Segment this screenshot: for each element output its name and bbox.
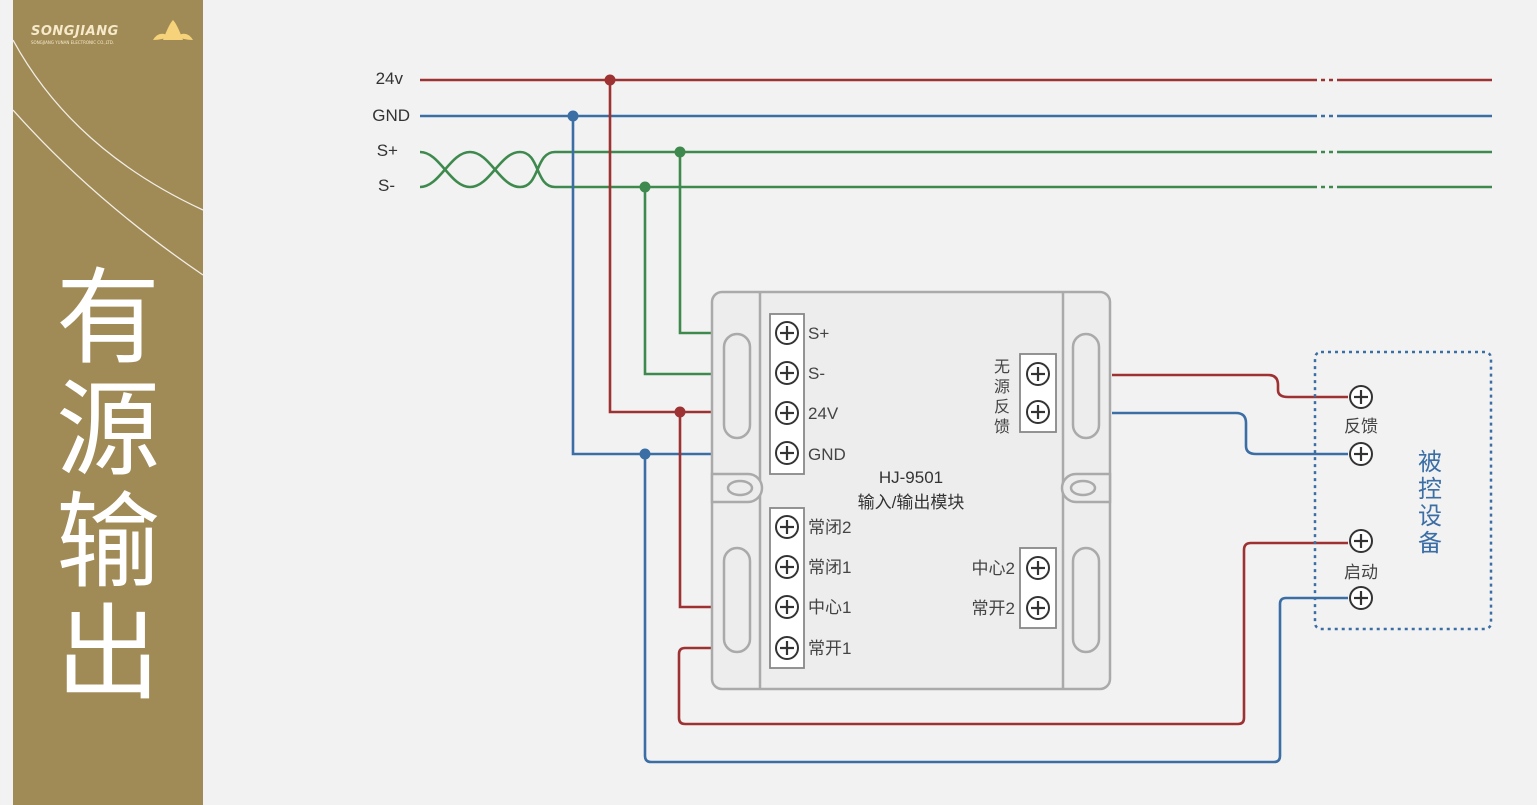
device-title-char: 备: [1418, 530, 1442, 557]
junction-dot: [639, 181, 651, 193]
junction-dot: [639, 448, 651, 460]
sidebar-title-char: 出: [55, 593, 160, 715]
junction-dot: [604, 74, 616, 86]
mounting-slot: [722, 332, 752, 440]
lotus-logo-icon: [153, 20, 193, 40]
passive-feedback-label-char: 源: [994, 378, 1010, 396]
sidebar-title-char: 输: [55, 481, 160, 603]
brand-subtitle: SONGJIANG YUNAN ELECTRONIC CO.,LTD.: [31, 40, 115, 45]
wire-feedback-1: [1112, 373, 1348, 399]
start-label: 启动: [1344, 563, 1378, 582]
feedback-label: 反馈: [1344, 417, 1378, 436]
sidebar-decor-curves: [13, 20, 203, 276]
screw-terminal-icon: [774, 514, 800, 540]
terminal-label: 24V: [808, 404, 839, 423]
screw-terminal-icon: [774, 360, 800, 386]
mounting-hole: [726, 479, 754, 497]
screw-terminal-icon: [1025, 399, 1051, 425]
brand-logo-text: SONGJIANG: [31, 24, 119, 39]
bus-label-s-minus: S-: [378, 176, 395, 195]
terminal-label: 常闭1: [808, 558, 851, 577]
sidebar-title-char: 有: [55, 257, 160, 379]
screw-terminal-icon: [774, 594, 800, 620]
module-name: 输入/输出模块: [858, 493, 965, 512]
screw-terminal-icon: [1025, 361, 1051, 387]
device-title-char: 被: [1418, 449, 1442, 476]
terminal-label: S-: [808, 364, 825, 383]
terminal-label: 中心2: [972, 559, 1015, 578]
mounting-hole: [1069, 479, 1097, 497]
passive-feedback-label-char: 馈: [994, 418, 1010, 436]
module-model: HJ-9501: [879, 468, 943, 487]
screw-terminal-icon: [1025, 595, 1051, 621]
bus-label-gnd: GND: [372, 106, 410, 125]
io-module: [710, 290, 1112, 691]
mounting-slot: [1071, 332, 1101, 440]
junction-dot: [674, 406, 686, 418]
wire-feedback-2: [1112, 411, 1348, 456]
screw-terminal-icon: [774, 554, 800, 580]
bus-label-24v: 24v: [376, 69, 404, 88]
passive-feedback-label-char: 反: [994, 398, 1010, 416]
sidebar-title: 有 源 输 出: [13, 262, 203, 710]
sidebar-title-char: 源: [55, 369, 160, 491]
screw-terminal-icon: [1348, 384, 1374, 410]
wire-s-plus: [678, 152, 712, 335]
wire-24v: [608, 80, 712, 414]
terminal-label: 中心1: [808, 598, 851, 617]
terminal-label: S+: [808, 324, 829, 343]
twisted-pair-s-plus: [419, 150, 556, 189]
terminal-label: 常开2: [972, 599, 1015, 618]
bus-label-s-plus: S+: [377, 141, 398, 160]
junction-dot: [567, 110, 579, 122]
screw-terminal-icon: [774, 635, 800, 661]
screw-terminal-icon: [1025, 555, 1051, 581]
screw-terminal-icon: [774, 440, 800, 466]
mounting-slot: [1071, 546, 1101, 654]
terminal-label: 常闭2: [808, 518, 851, 537]
junction-dot: [674, 146, 686, 158]
passive-feedback-label-char: 无: [994, 359, 1010, 376]
screw-terminal-icon: [774, 320, 800, 346]
controlled-device: 反馈 启动 被 控 设 备: [1313, 350, 1493, 631]
wire-24v-to-center1: [678, 412, 712, 609]
screw-terminal-icon: [1348, 528, 1374, 554]
device-title-char: 设: [1418, 503, 1442, 530]
twisted-pair-s-minus: [419, 150, 556, 189]
wire-gnd-to-start: [643, 454, 1348, 764]
device-outline: [1313, 350, 1493, 631]
wire-s-minus: [643, 187, 712, 376]
wire-gnd: [571, 116, 712, 456]
terminal-label: 常开1: [808, 639, 851, 658]
mounting-slot: [722, 546, 752, 654]
wire-no1-to-start: [677, 541, 1348, 726]
device-title-char: 控: [1418, 476, 1442, 503]
screw-terminal-icon: [1348, 585, 1374, 611]
screw-terminal-icon: [1348, 441, 1374, 467]
terminal-label: GND: [808, 445, 846, 464]
screw-terminal-icon: [774, 400, 800, 426]
sidebar-banner: SONGJIANG SONGJIANG YUNAN ELECTRONIC CO.…: [13, 0, 203, 805]
